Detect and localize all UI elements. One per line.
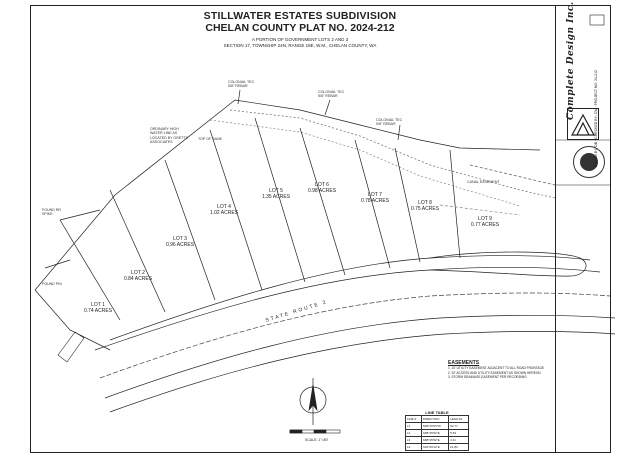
table-cell: L2: [405, 429, 422, 437]
table-header: DIRECTION: [420, 415, 450, 423]
surveyor-seal: [573, 146, 605, 178]
table-header-row: LINE # DIRECTION LENGTH: [405, 415, 469, 423]
plat-number: CHELAN COUNTY PLAT NO. 2024-212: [205, 22, 395, 34]
easements-heading: EASEMENTS: [448, 360, 480, 366]
table-cell: S02°09'12"E: [420, 443, 450, 451]
table-row: L4 S02°09'12"E 21.83: [405, 443, 469, 451]
sheet-border: [30, 5, 611, 453]
note: ORDINARY HIGH WATER LINE AS LOCATED BY G…: [150, 127, 189, 145]
easement-item: 2. 20' ACCESS AND UTILITY EASEMENT AS SH…: [448, 370, 541, 375]
line-table: LINE TABLE LINE # DIRECTION LENGTH L1 N8…: [405, 410, 469, 451]
scale-label: SCALE: 1"=80': [305, 438, 329, 442]
table-header: LENGTH: [448, 415, 469, 423]
title-block: STILLWATER ESTATES SUBDIVISION CHELAN CO…: [150, 10, 450, 49]
table-cell: 5.53: [448, 429, 469, 437]
easements-legend: EASEMENTS 1. 10' UTILITY EASEMENT ADJACE…: [448, 360, 578, 380]
easement-item: 3. STORM DRAINAGE EASEMENT PER RECORDING: [448, 375, 527, 380]
table-cell: 4.11: [448, 436, 469, 444]
table-cell: N89°15'05"W: [420, 422, 450, 430]
note: COLONIAL TEC 5/8" REBAR: [228, 80, 255, 89]
note: TOP OF BANK: [198, 137, 223, 141]
plat-subtitle: A PORTION OF GOVERNMENT LOTS 2 AND 3: [251, 37, 349, 42]
note: CANAL EASEMENT: [467, 180, 500, 184]
plat-section: SECTION 17, TOWNSHIP 24N, RANGE 18E, W.M…: [223, 43, 377, 48]
line-table-caption: LINE TABLE: [425, 410, 449, 415]
sidebar-notes: DRAWN BY: DB · CHECKED BY: CW · PROJECT …: [594, 70, 598, 168]
table-cell: 52.77: [448, 422, 469, 430]
table-cell: L4: [405, 443, 422, 451]
company-logo: Complete Design Inc.: [566, 1, 576, 121]
table-row: L3 S88°45'52"E 4.11: [405, 436, 469, 444]
note: COLONIAL TEC 5/8" REBAR: [376, 118, 403, 127]
table-row: L2 S88°45'52"E 5.53: [405, 429, 469, 437]
title-block-sidebar: [555, 5, 611, 453]
table-row: L1 N89°15'05"W 52.77: [405, 422, 469, 430]
table-cell: L1: [405, 422, 422, 430]
table-cell: S88°45'52"E: [420, 436, 450, 444]
easement-item: 1. 10' UTILITY EASEMENT ADJACENT TO ALL …: [448, 366, 545, 370]
plat-title: STILLWATER ESTATES SUBDIVISION: [203, 10, 397, 22]
note: FOUND PIN: [42, 282, 62, 286]
table-header: LINE #: [405, 415, 422, 423]
company-logo-mark: [567, 108, 599, 140]
table-cell: S88°45'52"E: [420, 429, 450, 437]
table-cell: 21.83: [448, 443, 469, 451]
note: FOUND RR SPIKE: [42, 208, 61, 217]
table-cell: L3: [405, 436, 422, 444]
note: COLONIAL TEC 5/8" REBAR: [318, 90, 345, 99]
